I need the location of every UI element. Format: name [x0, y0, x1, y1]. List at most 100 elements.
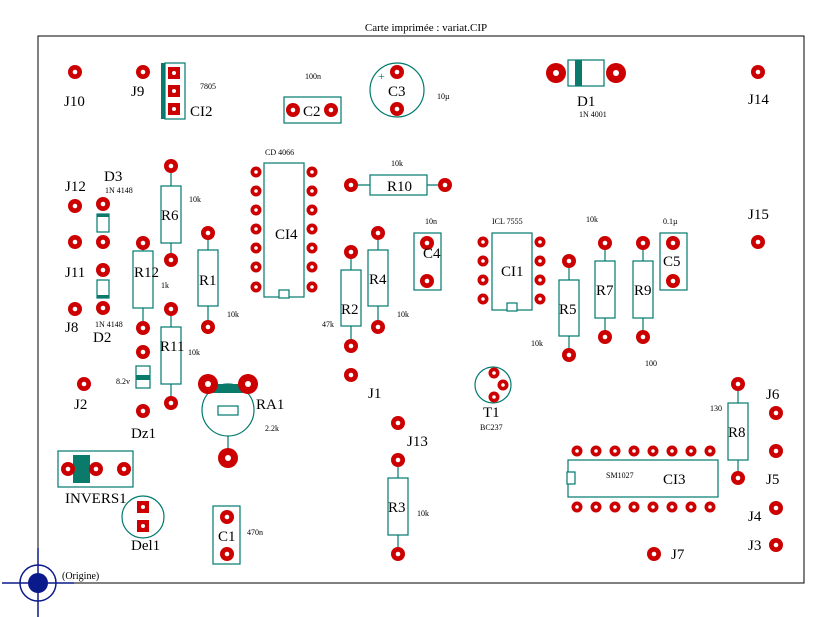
CI3-ic[interactable]: SM1027 CI3: [566, 445, 719, 513]
Del1-label: Del1: [131, 538, 160, 554]
INVERS1-switch[interactable]: INVERS1: [57, 450, 134, 507]
R5-resistor[interactable]: R5 10k: [531, 254, 580, 362]
R12-value: 1k: [161, 281, 169, 290]
J12-label: J12: [65, 179, 86, 195]
R9-label: R9: [634, 283, 652, 299]
CI1-ic[interactable]: CI1 ICL 7555: [477, 217, 546, 312]
J4-connector[interactable]: J4: [748, 501, 783, 525]
R10-resistor[interactable]: R10 10k: [344, 159, 452, 196]
R12-resistor[interactable]: R12 1k: [132, 236, 169, 335]
J13-label: J13: [407, 434, 428, 450]
C2-capacitor[interactable]: C2 100n: [283, 72, 342, 124]
J11-connector[interactable]: J11: [65, 235, 85, 281]
R6-label: R6: [161, 208, 179, 224]
J7-connector[interactable]: J7: [647, 547, 685, 563]
R4-value: 10k: [397, 310, 409, 319]
C5-label: C5: [663, 254, 681, 270]
C4-value: 10n: [425, 217, 437, 226]
J1-label: J1: [368, 386, 381, 402]
D1-value: 1N 4001: [579, 110, 607, 119]
J9-connector[interactable]: J9: [131, 65, 150, 100]
D2-diode[interactable]: 1N 4148 D2: [93, 263, 123, 346]
R1-value: 10k: [227, 310, 239, 319]
R10-value: 10k: [391, 159, 403, 168]
C2-label: C2: [303, 104, 321, 120]
C1-capacitor[interactable]: C1 470n: [212, 505, 263, 565]
board-title: Carte imprimée : variat.CIP: [365, 22, 487, 34]
J6-connector[interactable]: J6: [766, 387, 783, 420]
CI3-label: CI3: [663, 472, 686, 488]
C3-capacitor[interactable]: + C3 10µ: [369, 62, 450, 118]
R12-label: R12: [134, 265, 159, 281]
J3-label: J3: [748, 538, 761, 554]
RA1-potentiometer[interactable]: RA1 2.2k: [198, 374, 284, 468]
C5-capacitor[interactable]: C5 0.1µ: [659, 217, 688, 291]
R6-value: 10k: [189, 195, 201, 204]
R5-value: 10k: [531, 339, 543, 348]
R8-value: 130: [710, 404, 722, 413]
CI3-value: SM1027: [606, 471, 634, 480]
R2-resistor[interactable]: R2 47k: [322, 245, 362, 353]
T1-value: BC237: [480, 423, 503, 432]
R4-resistor[interactable]: R4 10k: [367, 226, 409, 334]
C1-value: 470n: [247, 528, 263, 537]
R6-resistor[interactable]: R6 10k: [160, 159, 201, 267]
D1-diode[interactable]: D1 1N 4001: [546, 59, 626, 119]
J10-label: J10: [64, 94, 85, 110]
R2-label: R2: [341, 302, 359, 318]
D3-label: D3: [104, 169, 122, 185]
J3-connector[interactable]: J3: [748, 538, 783, 554]
J13-connector[interactable]: J13: [391, 416, 428, 450]
R5-label: R5: [559, 302, 577, 318]
J15-connector[interactable]: J15: [748, 207, 769, 249]
D2-label: D2: [93, 330, 111, 346]
Del1-led[interactable]: Del1: [121, 495, 165, 554]
CI2-regulator[interactable]: 7805 CI2: [161, 62, 216, 120]
C4-capacitor[interactable]: C4 10n: [413, 217, 442, 291]
R7-resistor[interactable]: R7 10k: [586, 215, 616, 344]
CI1-label: CI1: [501, 264, 524, 280]
INVERS1-label: INVERS1: [65, 491, 127, 507]
J5-connector[interactable]: J5: [766, 444, 783, 488]
J14-label: J14: [748, 92, 769, 108]
J9-label: J9: [131, 84, 144, 100]
C5-value: 0.1µ: [663, 217, 678, 226]
J10-connector[interactable]: J10: [64, 65, 85, 110]
CI4-value: CD 4066: [265, 148, 294, 157]
T1-transistor[interactable]: T1 BC237: [474, 366, 512, 432]
R8-resistor[interactable]: R8 130: [710, 377, 749, 485]
R10-label: R10: [387, 179, 412, 195]
CI2-label: CI2: [190, 104, 213, 120]
J7-label: J7: [671, 547, 685, 563]
CI4-label: CI4: [275, 227, 298, 243]
J1-connector[interactable]: J1: [344, 368, 381, 402]
J5-label: J5: [766, 472, 779, 488]
J8-label: J8: [65, 320, 78, 336]
T1-label: T1: [483, 405, 500, 421]
C4-label: C4: [423, 246, 441, 262]
J8-connector[interactable]: J8: [65, 302, 82, 336]
C1-label: C1: [218, 529, 236, 545]
R1-label: R1: [199, 273, 217, 289]
R11-resistor[interactable]: R11 10k: [160, 302, 200, 410]
R1-resistor[interactable]: R1 10k: [197, 226, 239, 334]
Dz1-label: Dz1: [131, 426, 156, 442]
R7-label: R7: [596, 283, 614, 299]
origin-marker: [2, 548, 74, 617]
D3-value: 1N 4148: [105, 186, 133, 195]
J12-connector[interactable]: J12: [65, 179, 86, 213]
CI4-ic[interactable]: CI4 CD 4066: [250, 148, 318, 299]
R2-value: 47k: [322, 320, 334, 329]
Dz1-value: 8.2v: [116, 377, 130, 386]
RA1-value: 2.2k: [265, 424, 279, 433]
R9-resistor[interactable]: R9 100: [632, 236, 657, 368]
R3-label: R3: [388, 500, 406, 516]
J2-connector[interactable]: J2: [74, 377, 91, 413]
J14-connector[interactable]: J14: [748, 65, 769, 108]
R3-resistor[interactable]: R3 10k: [387, 453, 429, 561]
D3-diode[interactable]: D3 1N 4148: [96, 169, 133, 249]
Dz1-zener[interactable]: 8.2v Dz1: [116, 345, 156, 442]
CI1-value: ICL 7555: [492, 217, 523, 226]
J4-label: J4: [748, 509, 762, 525]
